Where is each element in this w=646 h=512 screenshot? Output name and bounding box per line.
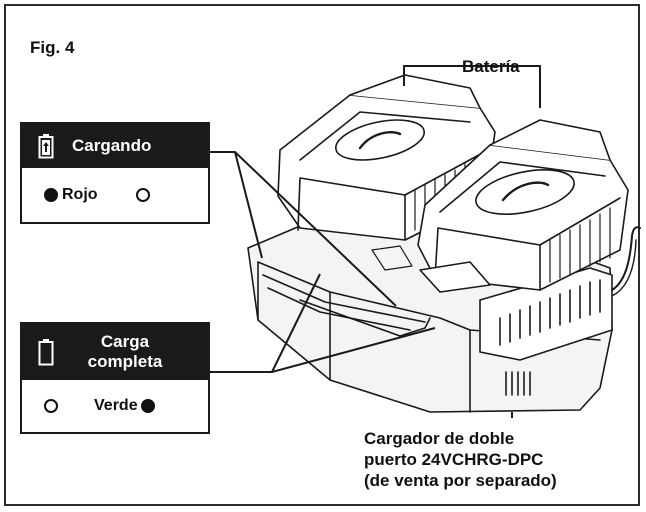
power-cord: [611, 226, 641, 291]
complete-title-line1: Carga: [100, 332, 150, 351]
complete-title-line2: completa: [87, 352, 163, 371]
red-led-on-indicator: [44, 188, 58, 202]
charging-led-row: Rojo: [22, 168, 208, 222]
release-latch: [419, 261, 491, 293]
battery-charging-icon: [38, 134, 54, 159]
charger-front-vents: [505, 371, 531, 396]
charging-leader-line-2: [234, 151, 263, 259]
figure-frame: [4, 4, 640, 506]
complete-status-box: Carga completa Verde: [20, 322, 210, 434]
red-led-off-indicator: [44, 399, 58, 413]
complete-status-header: Carga completa: [22, 324, 208, 380]
battery-label: Batería: [462, 57, 520, 76]
charger-caption-line1: Cargador de doble: [364, 429, 515, 448]
charging-status-box: Cargando Rojo: [20, 122, 210, 224]
charging-led-label: Rojo: [62, 186, 98, 203]
green-led-off-indicator: [135, 188, 150, 202]
charger-vents: [499, 279, 601, 346]
green-led-on-indicator: [140, 399, 155, 413]
charging-status-header: Cargando: [22, 124, 208, 168]
battery-front: [417, 119, 629, 291]
complete-led-row: Verde: [22, 380, 208, 432]
charger-vent-housing: [479, 267, 613, 361]
battery-full-icon: [38, 339, 54, 366]
battery-leader-line: [403, 65, 541, 108]
complete-leader-line-2: [271, 273, 321, 373]
charger-caption-line3: (de venta por separado): [364, 471, 557, 490]
charger-front-slot: [299, 299, 431, 337]
charger-caption-line2: puerto 24VCHRG-DPC: [364, 450, 544, 469]
charger-caption: Cargador de doble puerto 24VCHRG-DPC (de…: [364, 428, 557, 491]
complete-status-title: Carga completa: [70, 332, 180, 372]
figure-label: Fig. 4: [30, 38, 75, 57]
charging-status-title: Cargando: [72, 136, 152, 155]
complete-led-label: Verde: [94, 397, 138, 414]
